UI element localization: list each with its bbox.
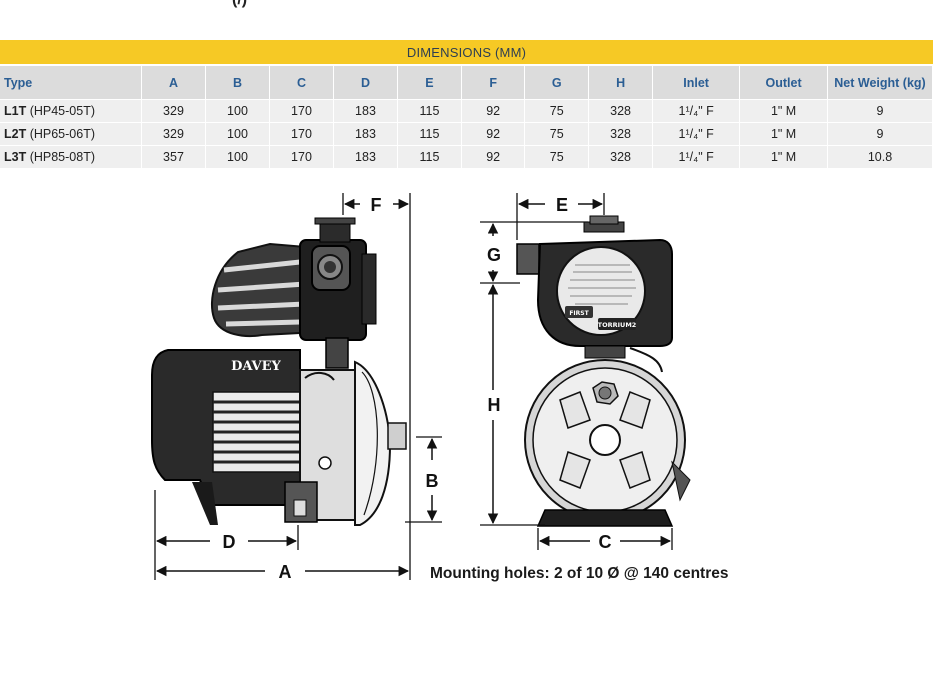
cell-a: 329 (141, 99, 206, 123)
cell-h: 328 (588, 99, 654, 123)
dimension-b: B (405, 436, 442, 523)
header-c: C (269, 66, 334, 100)
cell-f: 92 (461, 122, 526, 146)
label-e: E (556, 195, 568, 215)
cell-f: 92 (461, 99, 526, 123)
cell-b: 100 (205, 99, 270, 123)
pump-casing-front (524, 359, 691, 527)
dimension-c: C (537, 528, 673, 552)
type-model: (HP45-05T) (26, 104, 96, 118)
label-f: F (371, 195, 382, 215)
table-header-row: Type A B C D E F G H Inlet Outlet Net We… (0, 66, 933, 100)
label-a: A (279, 562, 292, 582)
header-type: Type (0, 66, 142, 100)
type-code: L2T (4, 127, 27, 141)
cell-net-weight-kg: 9 (827, 99, 933, 123)
controller-housing-side (210, 217, 377, 341)
type-code: L1T (4, 104, 27, 118)
header-outlet: Outlet (739, 66, 828, 100)
header-g: G (524, 66, 590, 100)
label-c: C (599, 532, 612, 552)
header-f: F (461, 66, 526, 100)
controller-brand: TORRIUM2 (598, 321, 637, 329)
label-d: D (223, 532, 236, 552)
header-h: H (588, 66, 654, 100)
cell-b: 100 (205, 145, 270, 168)
cell-inlet: 1¹/₄" F (652, 145, 741, 168)
cell-c: 170 (269, 99, 334, 123)
cell-inlet: 1¹/₄" F (652, 99, 741, 123)
label-g: G (487, 245, 501, 265)
riser-pipe (325, 337, 349, 369)
type-model: (HP85-08T) (26, 150, 96, 164)
front-view-pump: FIRST TORRIUM2 (516, 215, 691, 527)
dimension-d: D (154, 490, 299, 580)
dimensions-table: Type A B C D E F G H Inlet Outlet Net We… (0, 66, 933, 168)
dimension-f: F (342, 193, 411, 580)
header-e: E (397, 66, 462, 100)
header-net-weight: Net Weight (kg) (827, 66, 933, 100)
type-code: L3T (4, 150, 27, 164)
header-a: A (141, 66, 206, 100)
cell-a: 329 (141, 122, 206, 146)
cell-g: 75 (524, 99, 590, 123)
header-inlet: Inlet (652, 66, 741, 100)
controller-housing-front: FIRST TORRIUM2 (516, 215, 673, 373)
cell-g: 75 (524, 122, 590, 146)
brand-label: DAVEY (231, 359, 281, 374)
cell-type: L3T (HP85-08T) (0, 145, 142, 168)
cell-type: L2T (HP65-06T) (0, 122, 142, 146)
dimension-e: E (516, 193, 605, 240)
cell-e: 115 (397, 99, 462, 123)
mounting-holes-note: Mounting holes: 2 of 10 Ø @ 140 centres (430, 565, 729, 582)
controller-logo: FIRST (569, 310, 589, 317)
cell-net-weight-kg: 10.8 (827, 145, 933, 168)
label-b: B (426, 471, 439, 491)
cell-outlet: 1" M (739, 99, 828, 123)
cell-outlet: 1" M (739, 145, 828, 168)
cell-b: 100 (205, 122, 270, 146)
cell-f: 92 (461, 145, 526, 168)
cell-c: 170 (269, 145, 334, 168)
page-top-fragment: (/) (232, 0, 247, 9)
dimension-g: G (480, 221, 588, 284)
cell-h: 328 (588, 122, 654, 146)
cell-type: L1T (HP45-05T) (0, 99, 142, 123)
cell-e: 115 (397, 122, 462, 146)
dimension-h: H (480, 283, 545, 526)
cell-d: 183 (333, 145, 398, 168)
header-b: B (205, 66, 270, 100)
cell-g: 75 (524, 145, 590, 168)
cell-c: 170 (269, 122, 334, 146)
cell-outlet: 1" M (739, 122, 828, 146)
side-view-pump: DAVEY (151, 217, 407, 526)
cell-e: 115 (397, 145, 462, 168)
pump-head-side (284, 360, 407, 526)
cell-net-weight-kg: 9 (827, 122, 933, 146)
dimensions-title-band: DIMENSIONS (MM) (0, 40, 933, 64)
cell-d: 183 (333, 99, 398, 123)
cell-inlet: 1¹/₄" F (652, 122, 741, 146)
label-h: H (488, 395, 501, 415)
dimensions-title: DIMENSIONS (MM) (406, 44, 527, 60)
cell-h: 328 (588, 145, 654, 168)
type-model: (HP65-06T) (26, 127, 96, 141)
cell-a: 357 (141, 145, 206, 168)
cell-d: 183 (333, 122, 398, 146)
dimension-a: A (155, 562, 410, 582)
motor-housing: DAVEY (151, 349, 309, 525)
header-d: D (333, 66, 398, 100)
